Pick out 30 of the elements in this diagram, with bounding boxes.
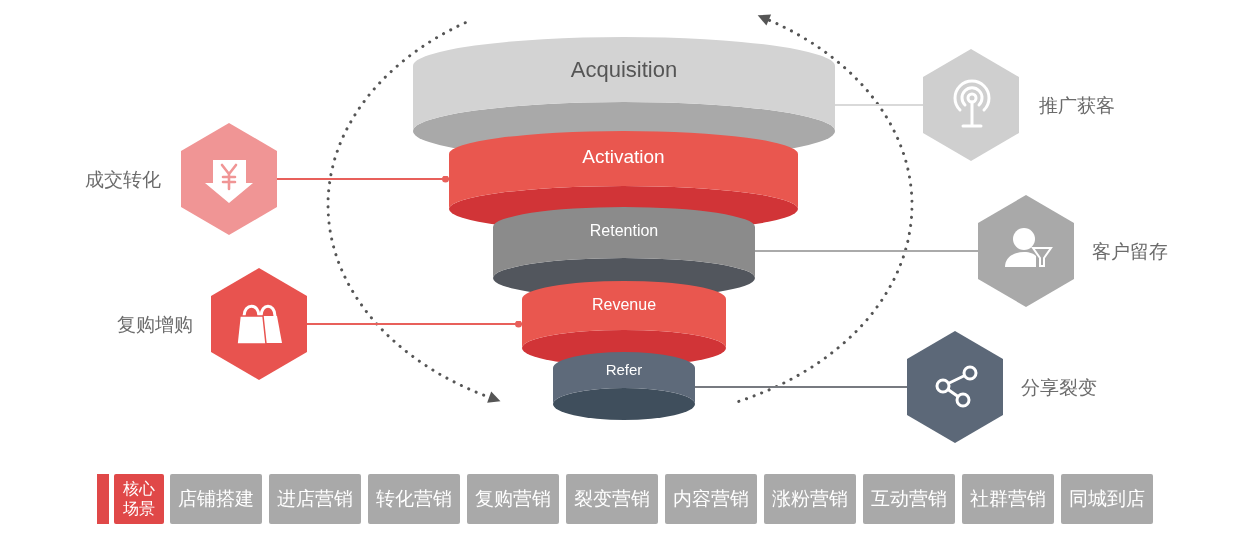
funnel-layer [522,281,726,362]
scene-tag: 裂变营销 [566,474,658,524]
scene-tag: 内容营销 [665,474,757,524]
leader-line [306,320,523,328]
node-label: 成交转化 [85,167,161,191]
scene-tag: 社群营销 [962,474,1054,524]
layer-label: Acquisition [570,56,678,84]
layer-label: Revenue [592,295,656,315]
layer-label: Retention [589,221,659,241]
funnel-layer [413,37,835,149]
layer-label: Activation [582,145,665,169]
scene-tag: 核心场景 [114,474,164,524]
node-label: 分享裂变 [1021,375,1097,399]
leader-line [754,250,979,252]
scene-tag: 涨粉营销 [764,474,856,524]
leader-line [694,386,908,388]
scene-tag: 转化营销 [368,474,460,524]
node-label: 复购增购 [117,312,193,336]
leader-line [276,175,450,183]
scene-tag: 同城到店 [1061,474,1153,524]
funnel-layer [493,207,755,292]
scene-tag: 复购营销 [467,474,559,524]
node-label: 推广获客 [1039,93,1115,117]
funnel-layer [553,352,695,420]
scene-tag: 店铺搭建 [170,474,262,524]
scene-tag: 互动营销 [863,474,955,524]
layer-label: Refer [605,361,643,379]
node-label: 客户留存 [1092,239,1168,263]
scene-tag: 进店营销 [269,474,361,524]
leader-line [834,104,924,106]
